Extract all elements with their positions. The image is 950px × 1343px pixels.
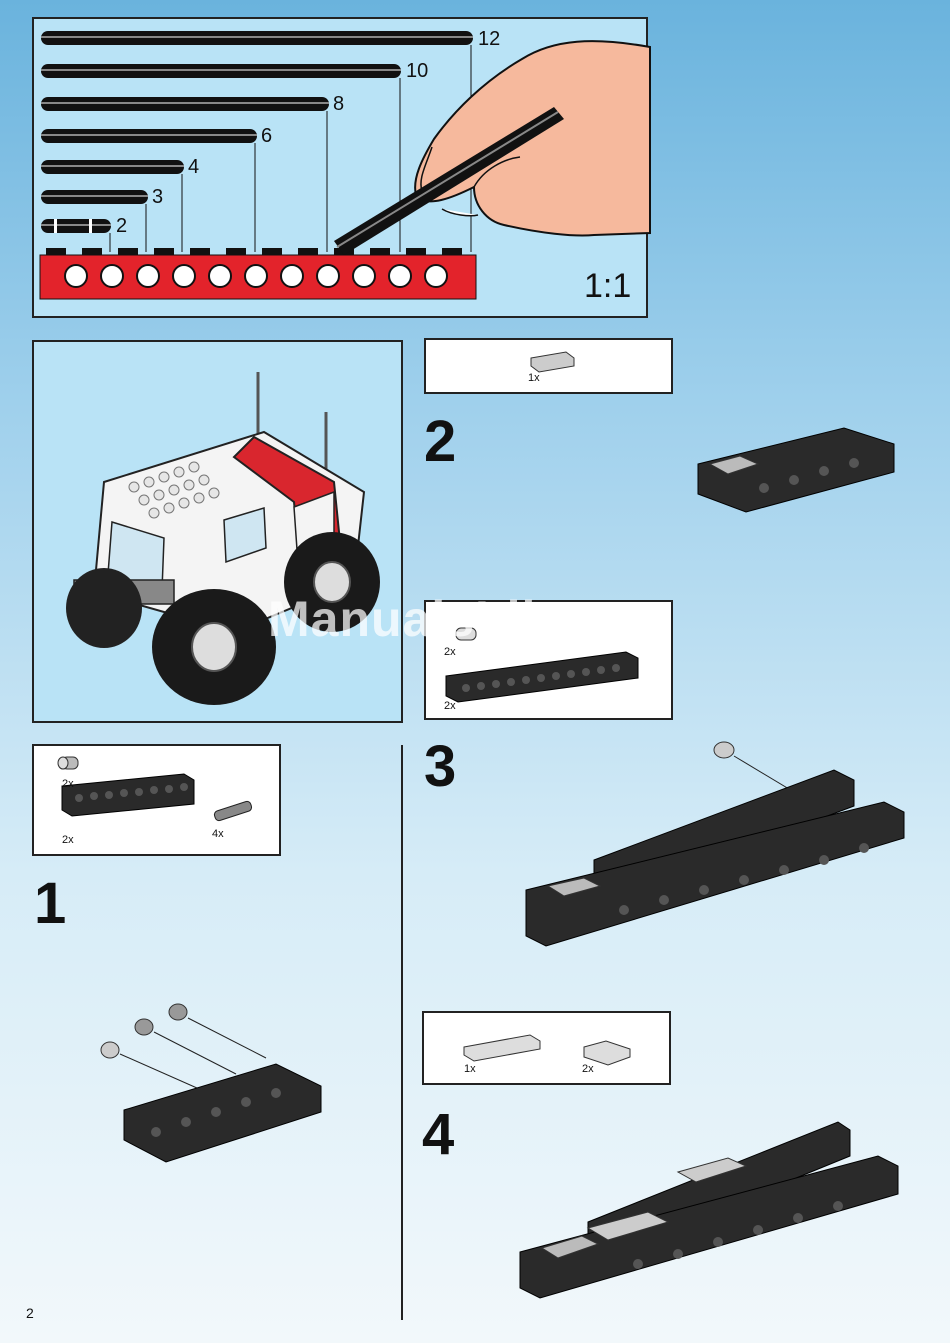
axle-label-6: 6 (261, 125, 272, 148)
axle-label-10: 10 (406, 60, 428, 83)
step-1-qty-axle-pin: 4x (212, 828, 224, 840)
step-4-parts-panel: 1x 2x (422, 1011, 671, 1085)
step-2-number: 2 (424, 413, 456, 471)
step-3-assembly-drawing (524, 740, 914, 950)
step-2-assembly-drawing (694, 414, 904, 514)
step-2-parts-panel: 1x (424, 338, 673, 394)
column-divider (401, 745, 403, 1320)
axle-label-3: 3 (152, 186, 163, 209)
watermark: ManualsLib.com (268, 590, 674, 648)
model-preview-panel (32, 340, 403, 723)
step-1-parts-panel: 2x 2x 4x (32, 744, 281, 856)
connector-pin-icon (58, 757, 78, 769)
connector-pin-icon (101, 1004, 187, 1058)
axle-scale-drawing (34, 19, 650, 320)
axle-scale-panel: 12 10 8 6 4 3 2 1:1 (32, 17, 648, 318)
step-1-qty-pin: 2x (62, 778, 74, 790)
axle-label-2: 2 (116, 215, 127, 238)
axle-label-12: 12 (478, 28, 500, 51)
axle-2 (41, 219, 111, 252)
plate-1x4-icon (464, 1035, 540, 1061)
step-4-number: 4 (422, 1106, 454, 1164)
axle-label-8: 8 (333, 93, 344, 116)
page-number: 2 (26, 1305, 34, 1321)
step-4-qty-corner-plate: 2x (582, 1063, 594, 1075)
step-3-qty-beam: 2x (444, 700, 456, 712)
plate-2x2-corner-icon (584, 1041, 630, 1065)
monster-truck-model-image (34, 342, 405, 725)
step-2-parts-drawing (426, 340, 675, 396)
step-3-number: 3 (424, 738, 456, 796)
axle-label-4: 4 (188, 156, 199, 179)
scale-label: 1:1 (584, 267, 631, 306)
step-1-assembly-drawing (96, 990, 326, 1170)
step-1-number: 1 (34, 875, 66, 933)
technic-beam-12-icon (446, 652, 638, 702)
axle-pin-icon (213, 800, 252, 821)
red-technic-beam (40, 248, 476, 299)
tile-1x2-icon (531, 352, 574, 372)
technic-beam-8-icon (62, 774, 194, 816)
step-2-qty-tile: 1x (528, 372, 540, 384)
step-1-qty-beam: 2x (62, 834, 74, 846)
step-4-assembly-drawing (518, 1112, 908, 1302)
step-4-parts-drawing (424, 1013, 673, 1087)
step-4-qty-plate: 1x (464, 1063, 476, 1075)
